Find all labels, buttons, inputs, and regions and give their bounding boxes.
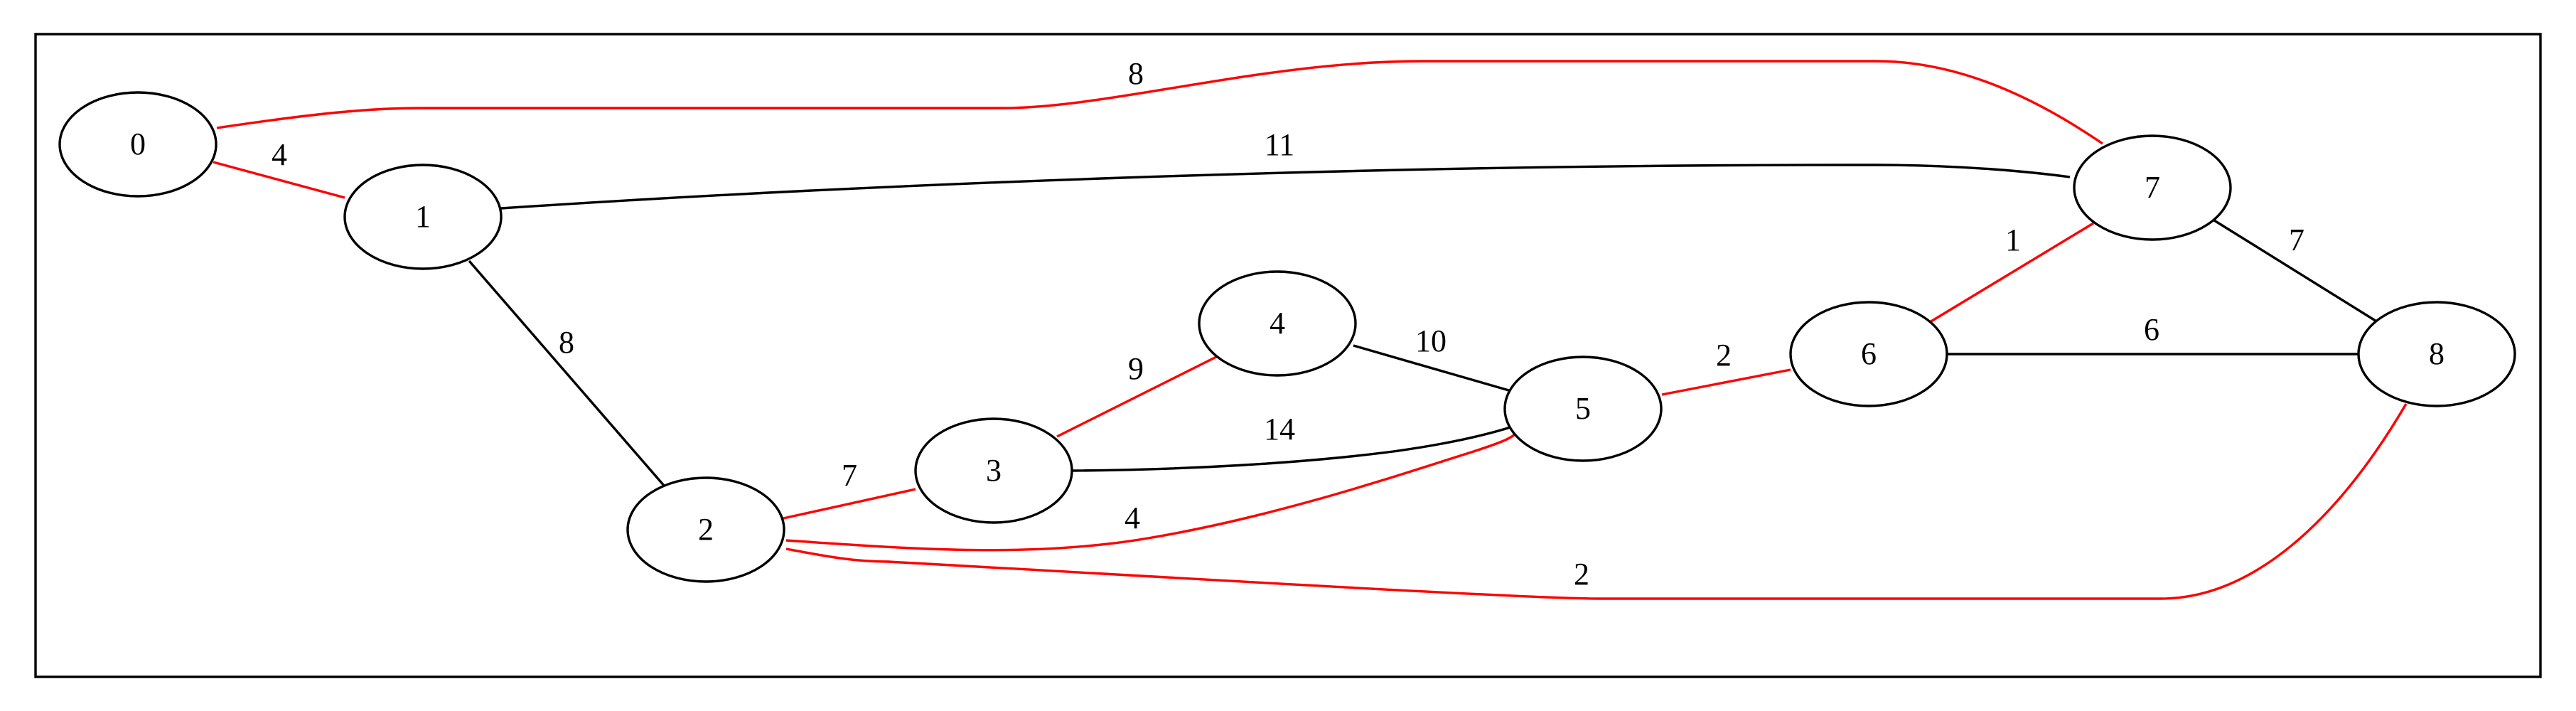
edge-weight-6-7: 1 bbox=[2005, 223, 2021, 257]
edge-weight-1-7: 11 bbox=[1265, 127, 1294, 162]
node-6-label: 6 bbox=[1861, 336, 1877, 371]
edge-1-7 bbox=[500, 164, 2071, 210]
node-0-ellipse bbox=[58, 91, 218, 198]
edge-weight-0-7: 8 bbox=[1128, 56, 1144, 91]
edge-3-5 bbox=[1071, 425, 1513, 472]
node-4-label: 4 bbox=[1270, 306, 1285, 341]
edge-3-4 bbox=[1056, 354, 1220, 438]
edge-weight-5-6: 2 bbox=[1716, 338, 1732, 373]
node-1-label: 1 bbox=[415, 199, 431, 234]
edge-2-8 bbox=[785, 403, 2408, 600]
edges bbox=[213, 60, 2408, 600]
node-4-ellipse bbox=[1198, 270, 1357, 377]
graph-frame bbox=[34, 33, 2542, 678]
edge-weight-2-5: 4 bbox=[1125, 501, 1140, 535]
edge-weight-7-8: 7 bbox=[2289, 223, 2304, 257]
node-1[interactable]: 1 bbox=[343, 164, 503, 270]
node-3-label: 3 bbox=[986, 453, 1002, 488]
node-7-label: 7 bbox=[2145, 170, 2160, 205]
node-5[interactable]: 5 bbox=[1503, 356, 1663, 462]
edge-2-5 bbox=[785, 432, 1517, 552]
edge-6-7 bbox=[1929, 222, 2094, 324]
node-4[interactable]: 4 bbox=[1198, 270, 1357, 377]
edge-weight-6-8: 6 bbox=[2144, 312, 2159, 347]
edge-weight-2-8: 2 bbox=[1574, 557, 1589, 592]
edge-2-3 bbox=[783, 488, 916, 520]
node-2-label: 2 bbox=[698, 512, 714, 547]
node-6-ellipse bbox=[1789, 301, 1948, 407]
node-6[interactable]: 6 bbox=[1789, 301, 1948, 407]
node-7[interactable]: 7 bbox=[2073, 134, 2232, 241]
edge-weight-0-1: 4 bbox=[272, 137, 287, 172]
node-5-label: 5 bbox=[1575, 391, 1591, 426]
edge-weight-3-5: 14 bbox=[1264, 412, 1295, 447]
node-7-ellipse bbox=[2073, 134, 2232, 241]
edge-weight-3-4: 9 bbox=[1128, 351, 1144, 386]
edge-weight-1-2: 8 bbox=[559, 325, 574, 360]
node-0[interactable]: 0 bbox=[58, 91, 218, 198]
node-8-label: 8 bbox=[2429, 336, 2444, 371]
edge-4-5 bbox=[1353, 344, 1512, 392]
edge-weight-4-5: 10 bbox=[1415, 324, 1447, 358]
edge-5-6 bbox=[1661, 368, 1791, 396]
edge-0-1 bbox=[213, 161, 345, 199]
node-3[interactable]: 3 bbox=[914, 417, 1073, 524]
edge-weight-2-3: 7 bbox=[842, 458, 857, 493]
node-8-ellipse bbox=[2357, 301, 2516, 407]
node-2[interactable]: 2 bbox=[626, 476, 785, 583]
edge-1-2 bbox=[468, 260, 666, 488]
node-8[interactable]: 8 bbox=[2357, 301, 2516, 407]
edge-labels: 4 8 11 8 7 4 2 9 14 10 2 1 6 7 bbox=[272, 56, 2304, 592]
nodes: 0 1 2 3 4 5 6 7 bbox=[58, 91, 2516, 583]
node-2-ellipse bbox=[626, 476, 785, 583]
edge-0-7 bbox=[216, 60, 2103, 145]
node-1-ellipse bbox=[343, 164, 503, 270]
node-3-ellipse bbox=[914, 417, 1073, 524]
node-0-label: 0 bbox=[130, 127, 146, 161]
node-5-ellipse bbox=[1503, 356, 1663, 462]
edge-7-8 bbox=[2213, 219, 2378, 324]
